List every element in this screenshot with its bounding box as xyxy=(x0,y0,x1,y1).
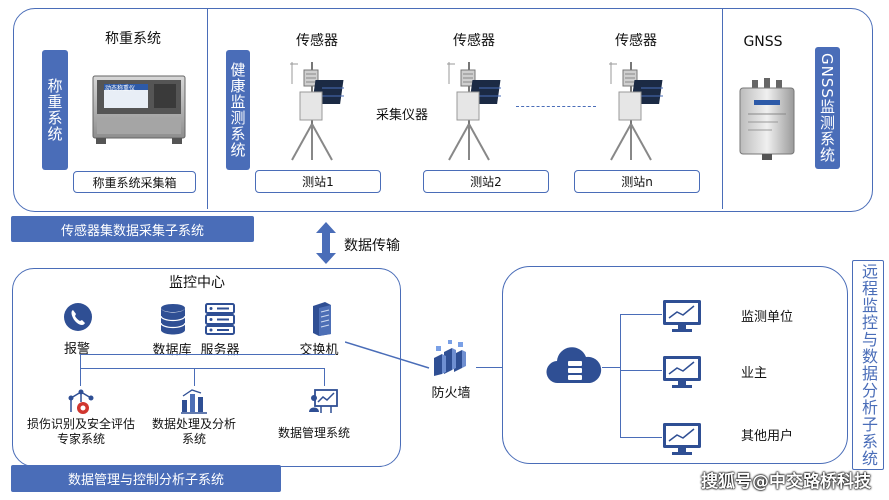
alarm-label: 报警 xyxy=(63,342,91,357)
panel-divider-left xyxy=(207,9,208,209)
firewall-icon xyxy=(428,340,472,376)
monitor-bus-drop-processing xyxy=(194,368,195,386)
user-monitoring-unit-label: 监测单位 xyxy=(741,310,794,325)
gnss-title: GNSS xyxy=(743,34,783,50)
cloud-to-users-link xyxy=(602,367,620,368)
monitor-bus-drop-management xyxy=(324,368,325,386)
weighing-collector-box: 称重系统采集箱 xyxy=(73,171,196,193)
data-acquisition-banner: 传感器集数据采集子系统 xyxy=(11,216,254,242)
bidirectional-arrow-icon xyxy=(316,222,336,264)
cloud-server-icon xyxy=(546,345,602,389)
weighing-device-screen-text: 动态称重仪 xyxy=(105,85,136,92)
damage-assessment-text: 损伤识别及安全评估专家系统 xyxy=(26,417,135,446)
weighing-system-tab: 称重系统 xyxy=(42,50,68,170)
user-link-2 xyxy=(620,370,662,371)
user-link-1 xyxy=(620,314,662,315)
sensor-tower-icon-1 xyxy=(286,62,352,162)
station-n-box: 测站n xyxy=(574,170,700,193)
monitor-bus-drop-damage xyxy=(80,368,81,386)
monitor-bus-line-bottom xyxy=(80,368,325,369)
monitor-icon-2 xyxy=(662,355,702,389)
user-link-3 xyxy=(620,437,662,438)
monitor-bus-line-top xyxy=(80,354,335,355)
database-icon xyxy=(160,303,186,335)
station-1-label: 测站1 xyxy=(302,175,334,189)
station-2-box: 测站2 xyxy=(423,170,549,193)
weighing-collector-label: 称重系统采集箱 xyxy=(92,175,177,190)
data-processing-label: 数据处理及分析系统 xyxy=(151,417,237,447)
station-1-sensor-header: 传感器 xyxy=(296,33,338,49)
monitor-icon-1 xyxy=(662,299,702,333)
data-processing-text: 数据处理及分析系统 xyxy=(151,417,236,446)
switch-rack-icon xyxy=(311,302,333,336)
gnss-monitoring-tab: GNSS监测系统 xyxy=(815,47,840,169)
sensor-tower-icon-n xyxy=(605,62,671,162)
switch-firewall-link xyxy=(344,340,430,370)
damage-assessment-label: 损伤识别及安全评估专家系统 xyxy=(22,417,140,447)
firewall-label: 防火墙 xyxy=(431,386,471,401)
monitoring-center-panel xyxy=(12,268,401,467)
station-n-label: 测站n xyxy=(621,175,653,189)
damage-assessment-icon xyxy=(66,388,96,416)
server-icon xyxy=(205,303,235,335)
database-label: 数据库 xyxy=(152,343,192,358)
health-monitoring-tab: 健康监测系统 xyxy=(226,50,250,170)
station-1-box: 测站1 xyxy=(255,170,381,193)
sensor-tower-icon-2 xyxy=(443,62,509,162)
collector-instrument-label: 采集仪器 xyxy=(376,108,429,123)
user-owner-label: 业主 xyxy=(741,366,768,381)
users-bus-line xyxy=(620,314,621,438)
data-management-banner: 数据管理与控制分析子系统 xyxy=(11,465,281,492)
remote-monitoring-tab: 远程监控与数据分析子系统 xyxy=(852,260,884,470)
phone-alarm-icon xyxy=(63,302,93,332)
monitoring-center-title: 监控中心 xyxy=(169,275,225,291)
data-transfer-label: 数据传输 xyxy=(344,238,400,254)
station-2-label: 测站2 xyxy=(470,175,502,189)
panel-divider-right xyxy=(722,9,723,209)
monitor-icon-3 xyxy=(662,422,702,456)
switch-label: 交换机 xyxy=(299,343,339,358)
station-n-sensor-header: 传感器 xyxy=(615,33,657,49)
weighing-device-image xyxy=(92,74,186,146)
data-management-icon xyxy=(309,388,339,414)
monitor-bus-drop-alarm xyxy=(80,354,81,368)
station-dashed-connector xyxy=(516,106,596,107)
user-other-label: 其他用户 xyxy=(741,429,794,444)
station-2-sensor-header: 传感器 xyxy=(453,33,495,49)
server-label: 服务器 xyxy=(200,343,240,358)
gnss-receiver-image xyxy=(736,78,798,160)
watermark-text: 搜狐号@中交路桥科技 xyxy=(701,472,871,492)
weighing-system-title: 称重系统 xyxy=(105,31,161,47)
data-processing-icon xyxy=(180,388,208,414)
data-management-label: 数据管理系统 xyxy=(277,426,351,440)
